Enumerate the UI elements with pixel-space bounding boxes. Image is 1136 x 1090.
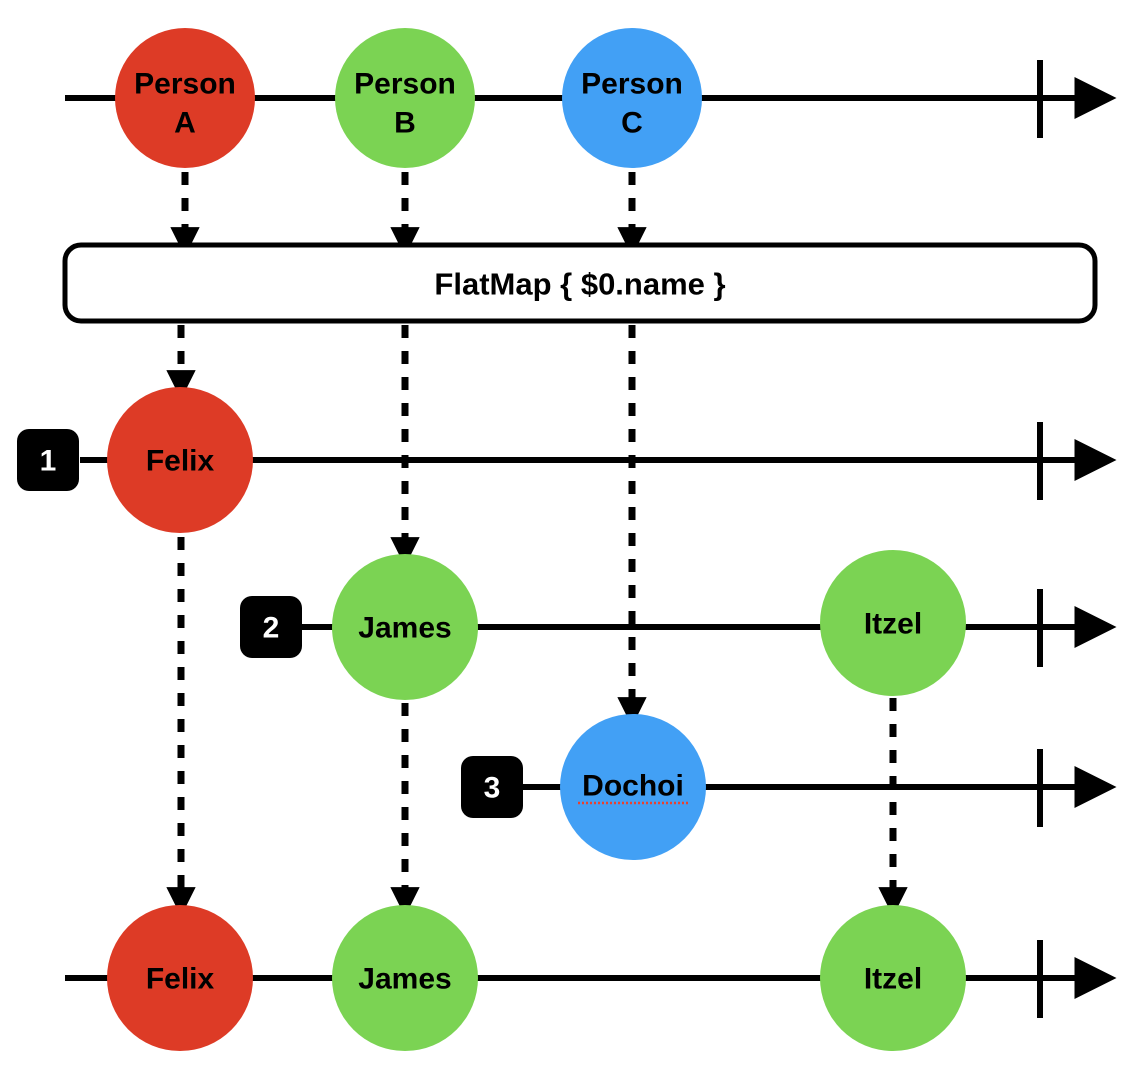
event-label-line2: C bbox=[621, 107, 643, 140]
output-timeline: Felix James Itzel bbox=[65, 905, 1117, 1051]
event-label-line1: Person bbox=[134, 68, 236, 101]
inner-timeline-3: 3 Dochoi bbox=[461, 714, 1117, 860]
badge-3[interactable]: 3 bbox=[461, 756, 523, 818]
event-label-line1: Person bbox=[354, 68, 456, 101]
event-label-line1: Person bbox=[581, 68, 683, 101]
event-node-itzel-output[interactable]: Itzel bbox=[820, 905, 966, 1051]
event-circle[interactable] bbox=[820, 905, 966, 1051]
event-node-dochoi-inner[interactable]: Dochoi bbox=[560, 714, 706, 860]
event-circle[interactable] bbox=[820, 550, 966, 696]
badge-rect[interactable] bbox=[240, 596, 302, 658]
badge-label: 1 bbox=[40, 445, 57, 478]
event-node-person-b[interactable]: Person B bbox=[335, 28, 475, 168]
event-node-james-output[interactable]: James bbox=[332, 905, 478, 1051]
event-label: Itzel bbox=[864, 963, 922, 996]
event-node-itzel-inner[interactable]: Itzel bbox=[820, 550, 966, 696]
operator-box-rect[interactable] bbox=[62, 242, 1098, 324]
event-label: Felix bbox=[146, 445, 215, 478]
event-circle[interactable] bbox=[562, 28, 702, 168]
event-circle[interactable] bbox=[332, 905, 478, 1051]
inner-timeline-2: 2 James Itzel bbox=[240, 550, 1117, 700]
badge-rect[interactable] bbox=[17, 429, 79, 491]
event-circle[interactable] bbox=[335, 28, 475, 168]
event-label: Dochoi bbox=[582, 770, 684, 803]
event-node-felix-output[interactable]: Felix bbox=[107, 905, 253, 1051]
event-node-person-a[interactable]: Person A bbox=[115, 28, 255, 168]
event-circle[interactable] bbox=[107, 387, 253, 533]
flatmap-operator-box[interactable]: FlatMap { $0.name } bbox=[62, 242, 1098, 324]
operator-label: FlatMap { $0.name } bbox=[434, 267, 725, 302]
event-label: Felix bbox=[146, 963, 215, 996]
badge-2[interactable]: 2 bbox=[240, 596, 302, 658]
event-node-person-c[interactable]: Person C bbox=[562, 28, 702, 168]
badge-1[interactable]: 1 bbox=[17, 429, 79, 491]
event-label: Itzel bbox=[864, 608, 922, 641]
source-timeline: Person A Person B Person C bbox=[65, 28, 1117, 168]
event-circle[interactable] bbox=[107, 905, 253, 1051]
badge-label: 3 bbox=[484, 772, 501, 805]
event-label: James bbox=[358, 612, 451, 645]
event-circle[interactable] bbox=[560, 714, 706, 860]
event-node-james-inner[interactable]: James bbox=[332, 554, 478, 700]
badge-label: 2 bbox=[263, 612, 280, 645]
event-label: James bbox=[358, 963, 451, 996]
event-circle[interactable] bbox=[332, 554, 478, 700]
inner-timeline-1: 1 Felix bbox=[17, 387, 1117, 533]
event-circle[interactable] bbox=[115, 28, 255, 168]
event-label-line2: A bbox=[174, 107, 196, 140]
event-node-felix-inner[interactable]: Felix bbox=[107, 387, 253, 533]
event-label-line2: B bbox=[394, 107, 416, 140]
badge-rect[interactable] bbox=[461, 756, 523, 818]
